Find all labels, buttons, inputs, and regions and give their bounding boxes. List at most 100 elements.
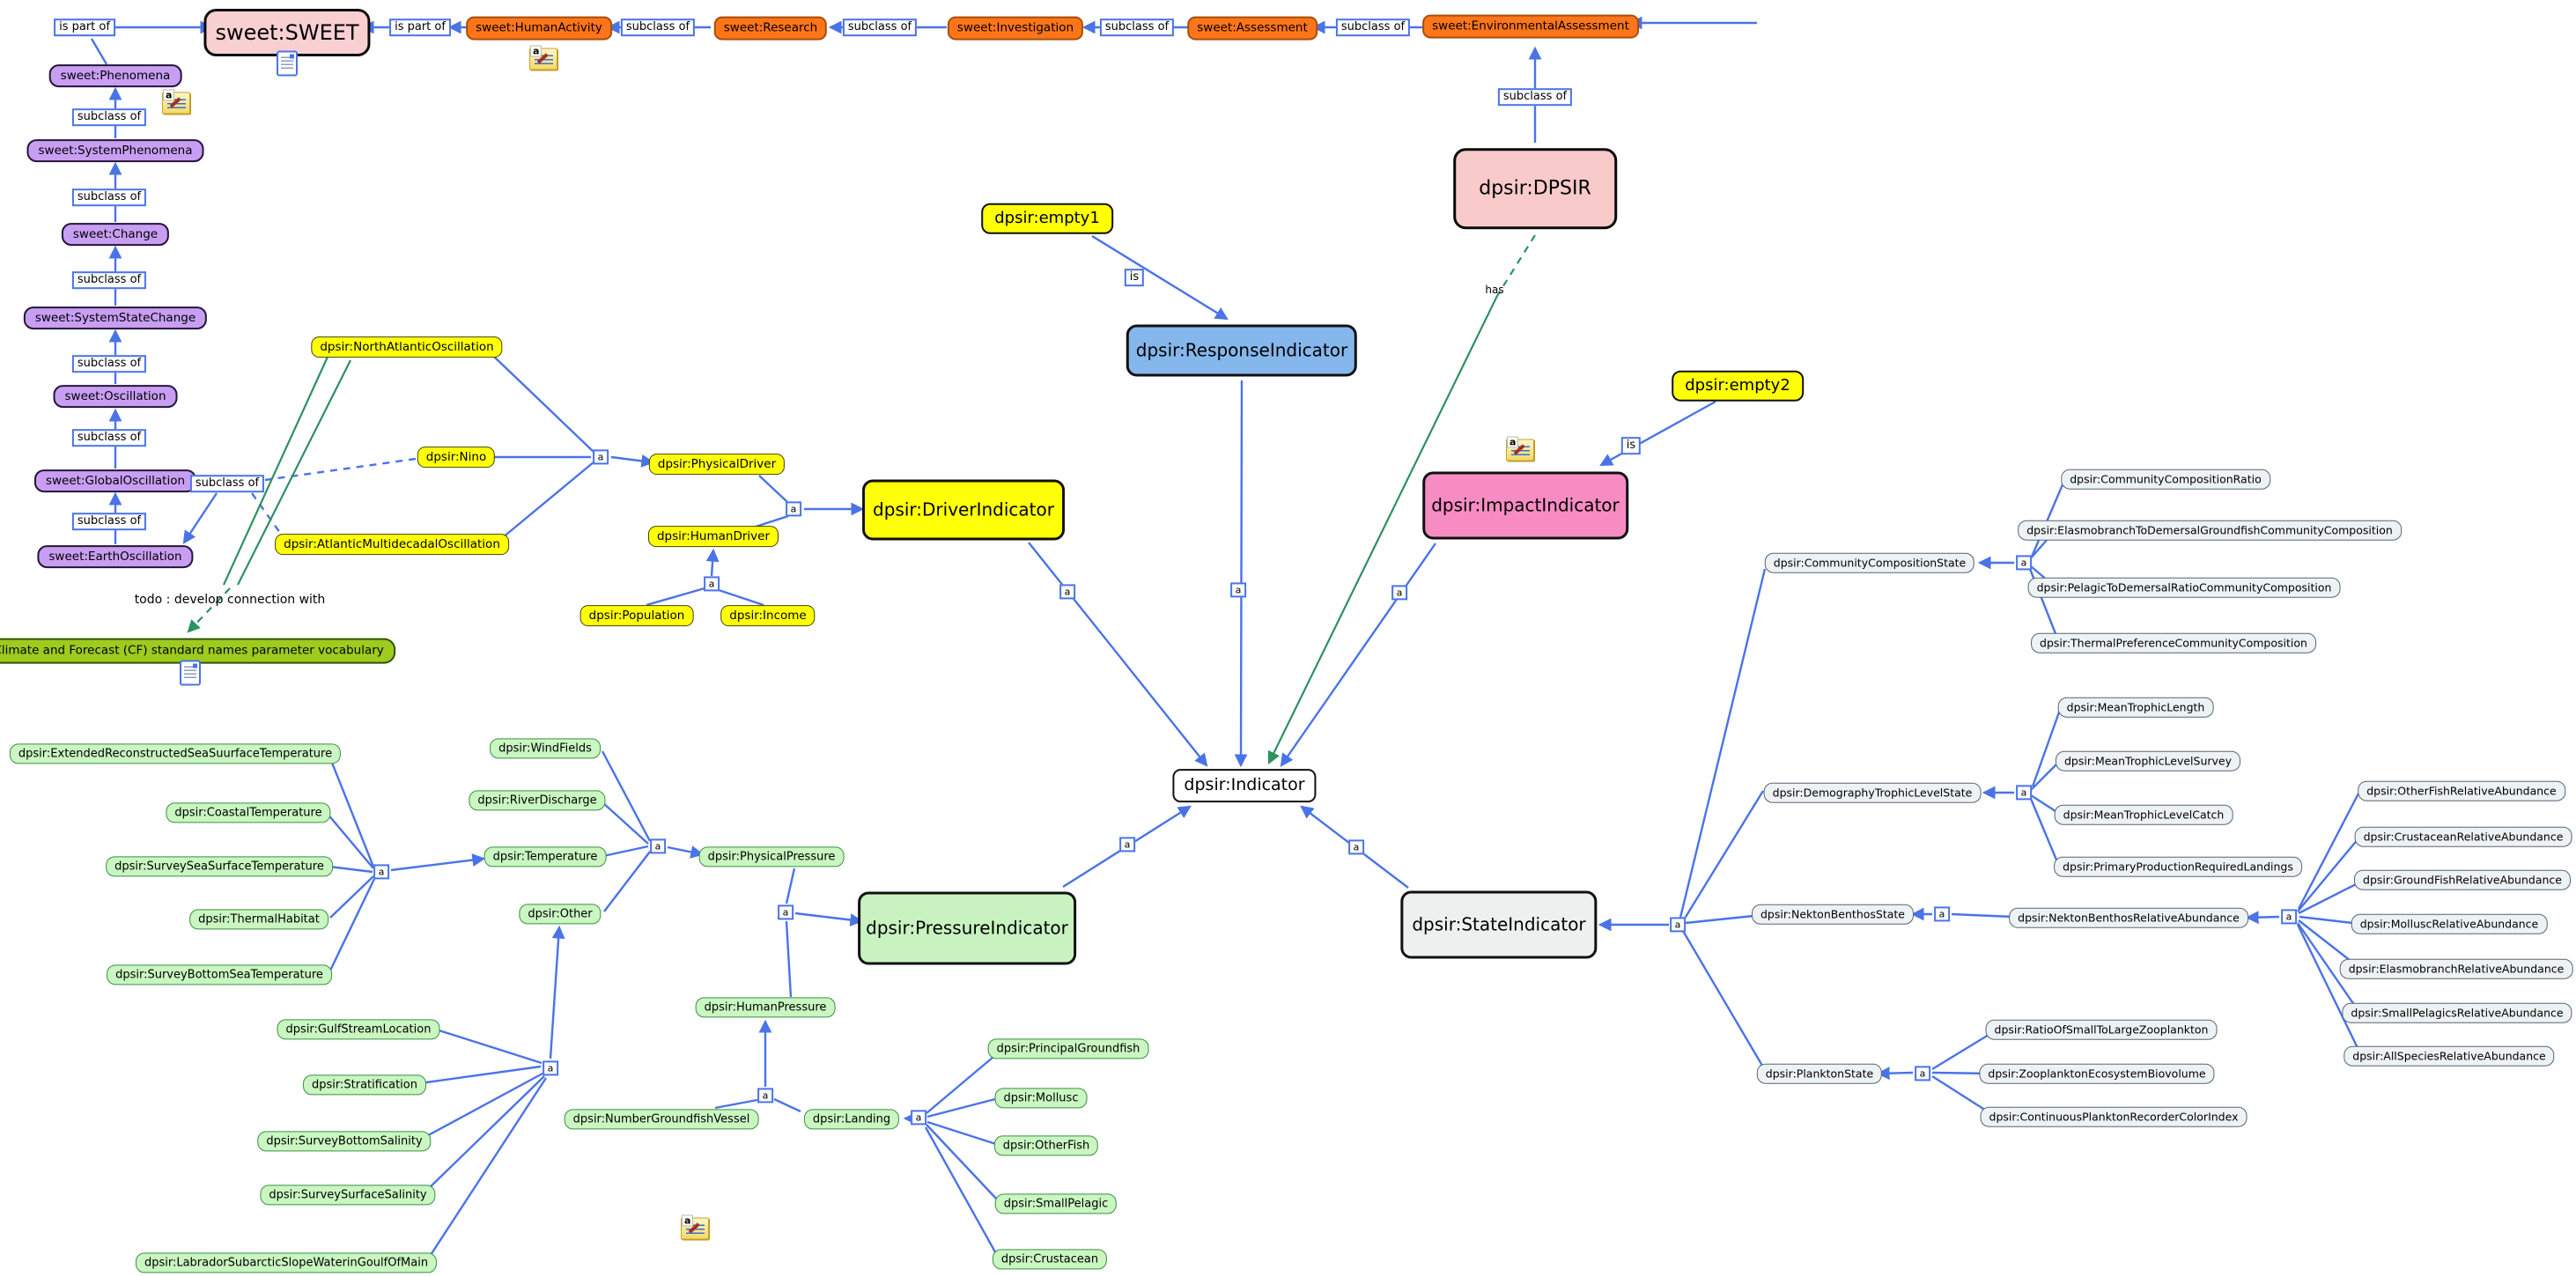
node-sweet-earth-oscillation[interactable]: sweet:EarthOscillation (37, 545, 194, 568)
node-dpsir-survey-surface-salinity[interactable]: dpsir:SurveySurfaceSalinity (260, 1185, 436, 1206)
junction-label-a[interactable]: a (593, 449, 609, 465)
node-dpsir-survey-bottom-salinity[interactable]: dpsir:SurveyBottomSalinity (257, 1131, 432, 1152)
node-dpsir-survey-bottom-sea-temperature[interactable]: dpsir:SurveyBottomSeaTemperature (107, 964, 332, 985)
node-sweet-phenomena[interactable]: sweet:Phenomena (48, 64, 182, 87)
junction-label-a[interactable]: a (704, 576, 720, 592)
node-dpsir-empty2[interactable]: dpsir:empty2 (1672, 370, 1804, 402)
node-dpsir-temperature[interactable]: dpsir:Temperature (483, 846, 607, 867)
relation-label-subclass-of[interactable]: subclass of (842, 18, 918, 36)
info-document-icon[interactable] (180, 660, 201, 686)
junction-label-a[interactable]: a (1934, 906, 1950, 922)
relation-label-subclass-of[interactable]: subclass of (189, 475, 265, 492)
node-sweet-oscillation[interactable]: sweet:Oscillation (53, 385, 178, 408)
node-dpsir-income[interactable]: dpsir:Income (720, 605, 816, 626)
node-dpsir-small-pelagic[interactable]: dpsir:SmallPelagic (994, 1193, 1118, 1214)
node-cf-vocabulary[interactable]: cf:Climate and Forecast (CF) standard na… (0, 638, 395, 664)
node-dpsir-physical-pressure[interactable]: dpsir:PhysicalPressure (698, 846, 845, 867)
node-dpsir-other[interactable]: dpsir:Other (519, 904, 602, 925)
junction-label-a[interactable]: a (911, 1110, 926, 1126)
node-dpsir-physical-driver[interactable]: dpsir:PhysicalDriver (648, 454, 786, 475)
node-dpsir-north-atlantic-oscillation[interactable]: dpsir:NorthAtlanticOscillation (311, 336, 503, 358)
node-dpsir-thermal-habitat[interactable]: dpsir:ThermalHabitat (189, 909, 328, 930)
node-dpsir-thermal-preference[interactable]: dpsir:ThermalPreferenceCommunityComposit… (2031, 632, 2316, 653)
junction-label-a[interactable]: a (2016, 785, 2032, 801)
relation-label-subclass-of[interactable]: subclass of (71, 108, 147, 126)
relation-label-is[interactable]: is (1620, 437, 1642, 454)
junction-label-a[interactable]: a (2281, 909, 2297, 925)
relation-label-subclass-of[interactable]: subclass of (1497, 88, 1573, 106)
node-sweet-investigation[interactable]: sweet:Investigation (947, 16, 1084, 41)
relation-label-subclass-of[interactable]: subclass of (71, 429, 147, 447)
node-dpsir-elasmobranch-to-demersal[interactable]: dpsir:ElasmobranchToDemersalGroundfishCo… (2018, 520, 2402, 541)
junction-label-a[interactable]: a (1119, 837, 1135, 853)
node-dpsir-coastal-temperature[interactable]: dpsir:CoastalTemperature (166, 802, 331, 823)
node-dpsir-landing[interactable]: dpsir:Landing (803, 1109, 900, 1130)
node-dpsir-plankton-state[interactable]: dpsir:PlanktonState (1756, 1063, 1883, 1084)
node-dpsir-community-composition-state[interactable]: dpsir:CommunityCompositionState (1764, 552, 1975, 573)
node-dpsir-community-composition-ratio[interactable]: dpsir:CommunityCompositionRatio (2061, 469, 2270, 490)
info-document-icon[interactable] (277, 50, 298, 77)
node-dpsir-crustacean[interactable]: dpsir:Crustacean (992, 1249, 1108, 1270)
node-dpsir-state-indicator[interactable]: dpsir:StateIndicator (1400, 890, 1598, 959)
node-dpsir-nekton-benthos-state[interactable]: dpsir:NektonBenthosState (1752, 904, 1914, 925)
node-dpsir-crustacean-ra[interactable]: dpsir:CrustaceanRelativeAbundance (2354, 826, 2572, 847)
node-sweet-change[interactable]: sweet:Change (61, 223, 170, 246)
node-dpsir-driver-indicator[interactable]: dpsir:DriverIndicator (862, 479, 1065, 541)
node-dpsir-demography-trophic-level-state[interactable]: dpsir:DemographyTrophicLevelState (1763, 782, 1982, 803)
node-dpsir-pressure-indicator[interactable]: dpsir:PressureIndicator (858, 891, 1076, 965)
node-dpsir-human-driver[interactable]: dpsir:HumanDriver (647, 526, 779, 547)
node-dpsir-human-pressure[interactable]: dpsir:HumanPressure (695, 997, 836, 1018)
annotation-note-icon[interactable]: a (162, 89, 190, 114)
node-dpsir-labrador[interactable]: dpsir:LabradorSubarcticSlopeWaterinGoulf… (135, 1252, 438, 1273)
node-sweet-system-phenomena[interactable]: sweet:SystemPhenomena (26, 139, 204, 162)
node-dpsir-pelagic-to-demersal[interactable]: dpsir:PelagicToDemersalRatioCommunityCom… (2027, 577, 2341, 598)
node-sweet-human-activity[interactable]: sweet:HumanActivity (466, 16, 612, 41)
node-sweet-research[interactable]: sweet:Research (713, 16, 828, 41)
node-dpsir-elasmobranch-ra[interactable]: dpsir:ElasmobranchRelativeAbundance (2339, 958, 2573, 979)
relation-label-subclass-of[interactable]: subclass of (71, 355, 147, 373)
relation-label-is-part-of[interactable]: is part of (54, 18, 115, 36)
junction-label-a[interactable]: a (2016, 555, 2032, 571)
relation-label-subclass-of[interactable]: subclass of (71, 513, 147, 530)
node-dpsir-empty1[interactable]: dpsir:empty1 (981, 203, 1113, 234)
junction-label-a[interactable]: a (1915, 1066, 1930, 1081)
node-dpsir-mollusc[interactable]: dpsir:Mollusc (994, 1088, 1088, 1109)
node-dpsir-ersst[interactable]: dpsir:ExtendedReconstructedSeaSuurfaceTe… (9, 743, 342, 764)
junction-label-a[interactable]: a (1059, 584, 1075, 600)
node-dpsir-number-groundfish-vessel[interactable]: dpsir:NumberGroundfishVessel (564, 1109, 759, 1130)
node-dpsir-gulf-stream-location[interactable]: dpsir:GulfStreamLocation (277, 1019, 440, 1040)
node-dpsir-mean-trophic-level-survey[interactable]: dpsir:MeanTrophicLevelSurvey (2055, 750, 2241, 771)
node-dpsir-ratio-small-large-zooplankton[interactable]: dpsir:RatioOfSmallToLargeZooplankton (1985, 1019, 2218, 1040)
junction-label-a[interactable]: a (1348, 839, 1364, 855)
node-dpsir-nino[interactable]: dpsir:Nino (417, 447, 496, 468)
junction-label-a[interactable]: a (1391, 585, 1407, 601)
node-dpsir-primary-production-required-landings[interactable]: dpsir:PrimaryProductionRequiredLandings (2054, 856, 2302, 877)
relation-label-subclass-of[interactable]: subclass of (1099, 18, 1175, 36)
junction-label-a[interactable]: a (650, 838, 666, 854)
node-sweet-global-oscillation[interactable]: sweet:GlobalOscillation (33, 469, 197, 492)
node-dpsir-dpsir[interactable]: dpsir:DPSIR (1453, 148, 1617, 229)
node-dpsir-response-indicator[interactable]: dpsir:ResponseIndicator (1126, 324, 1358, 377)
node-dpsir-atlantic-multidecadal-oscillation[interactable]: dpsir:AtlanticMultidecadalOscillation (275, 534, 509, 555)
relation-label-subclass-of[interactable]: subclass of (1335, 18, 1411, 36)
node-sweet-system-state-change[interactable]: sweet:SystemStateChange (23, 306, 208, 329)
node-dpsir-river-discharge[interactable]: dpsir:RiverDischarge (469, 790, 606, 811)
node-dpsir-all-species-ra[interactable]: dpsir:AllSpeciesRelativeAbundance (2343, 1045, 2555, 1067)
relation-label-subclass-of[interactable]: subclass of (71, 271, 147, 289)
node-dpsir-principal-groundfish[interactable]: dpsir:PrincipalGroundfish (987, 1038, 1149, 1059)
node-dpsir-mean-trophic-length[interactable]: dpsir:MeanTrophicLength (2057, 697, 2214, 718)
annotation-note-icon[interactable]: a (529, 45, 557, 70)
junction-label-a[interactable]: a (786, 501, 801, 517)
junction-label-a[interactable]: a (1230, 582, 1246, 598)
node-dpsir-continuous-plankton-recorder[interactable]: dpsir:ContinuousPlanktonRecorderColorInd… (1980, 1106, 2248, 1127)
node-dpsir-indicator[interactable]: dpsir:Indicator (1172, 769, 1317, 802)
junction-label-a[interactable]: a (1670, 917, 1686, 933)
node-sweet-assessment[interactable]: sweet:Assessment (1187, 16, 1318, 41)
node-sweet-sweet[interactable]: sweet:SWEET (203, 9, 371, 56)
node-dpsir-other-fish-ra[interactable]: dpsir:OtherFishRelativeAbundance (2358, 780, 2565, 801)
relation-label-subclass-of[interactable]: subclass of (71, 188, 147, 206)
node-dpsir-zooplankton-ecosystem-biovolume[interactable]: dpsir:ZooplanktonEcosystemBiovolume (1979, 1063, 2215, 1084)
node-dpsir-nekton-benthos-relative-abundance[interactable]: dpsir:NektonBenthosRelativeAbundance (2009, 907, 2248, 928)
annotation-note-icon[interactable]: a (681, 1214, 709, 1240)
node-sweet-environmental-assessment[interactable]: sweet:EnvironmentalAssessment (1422, 14, 1639, 39)
